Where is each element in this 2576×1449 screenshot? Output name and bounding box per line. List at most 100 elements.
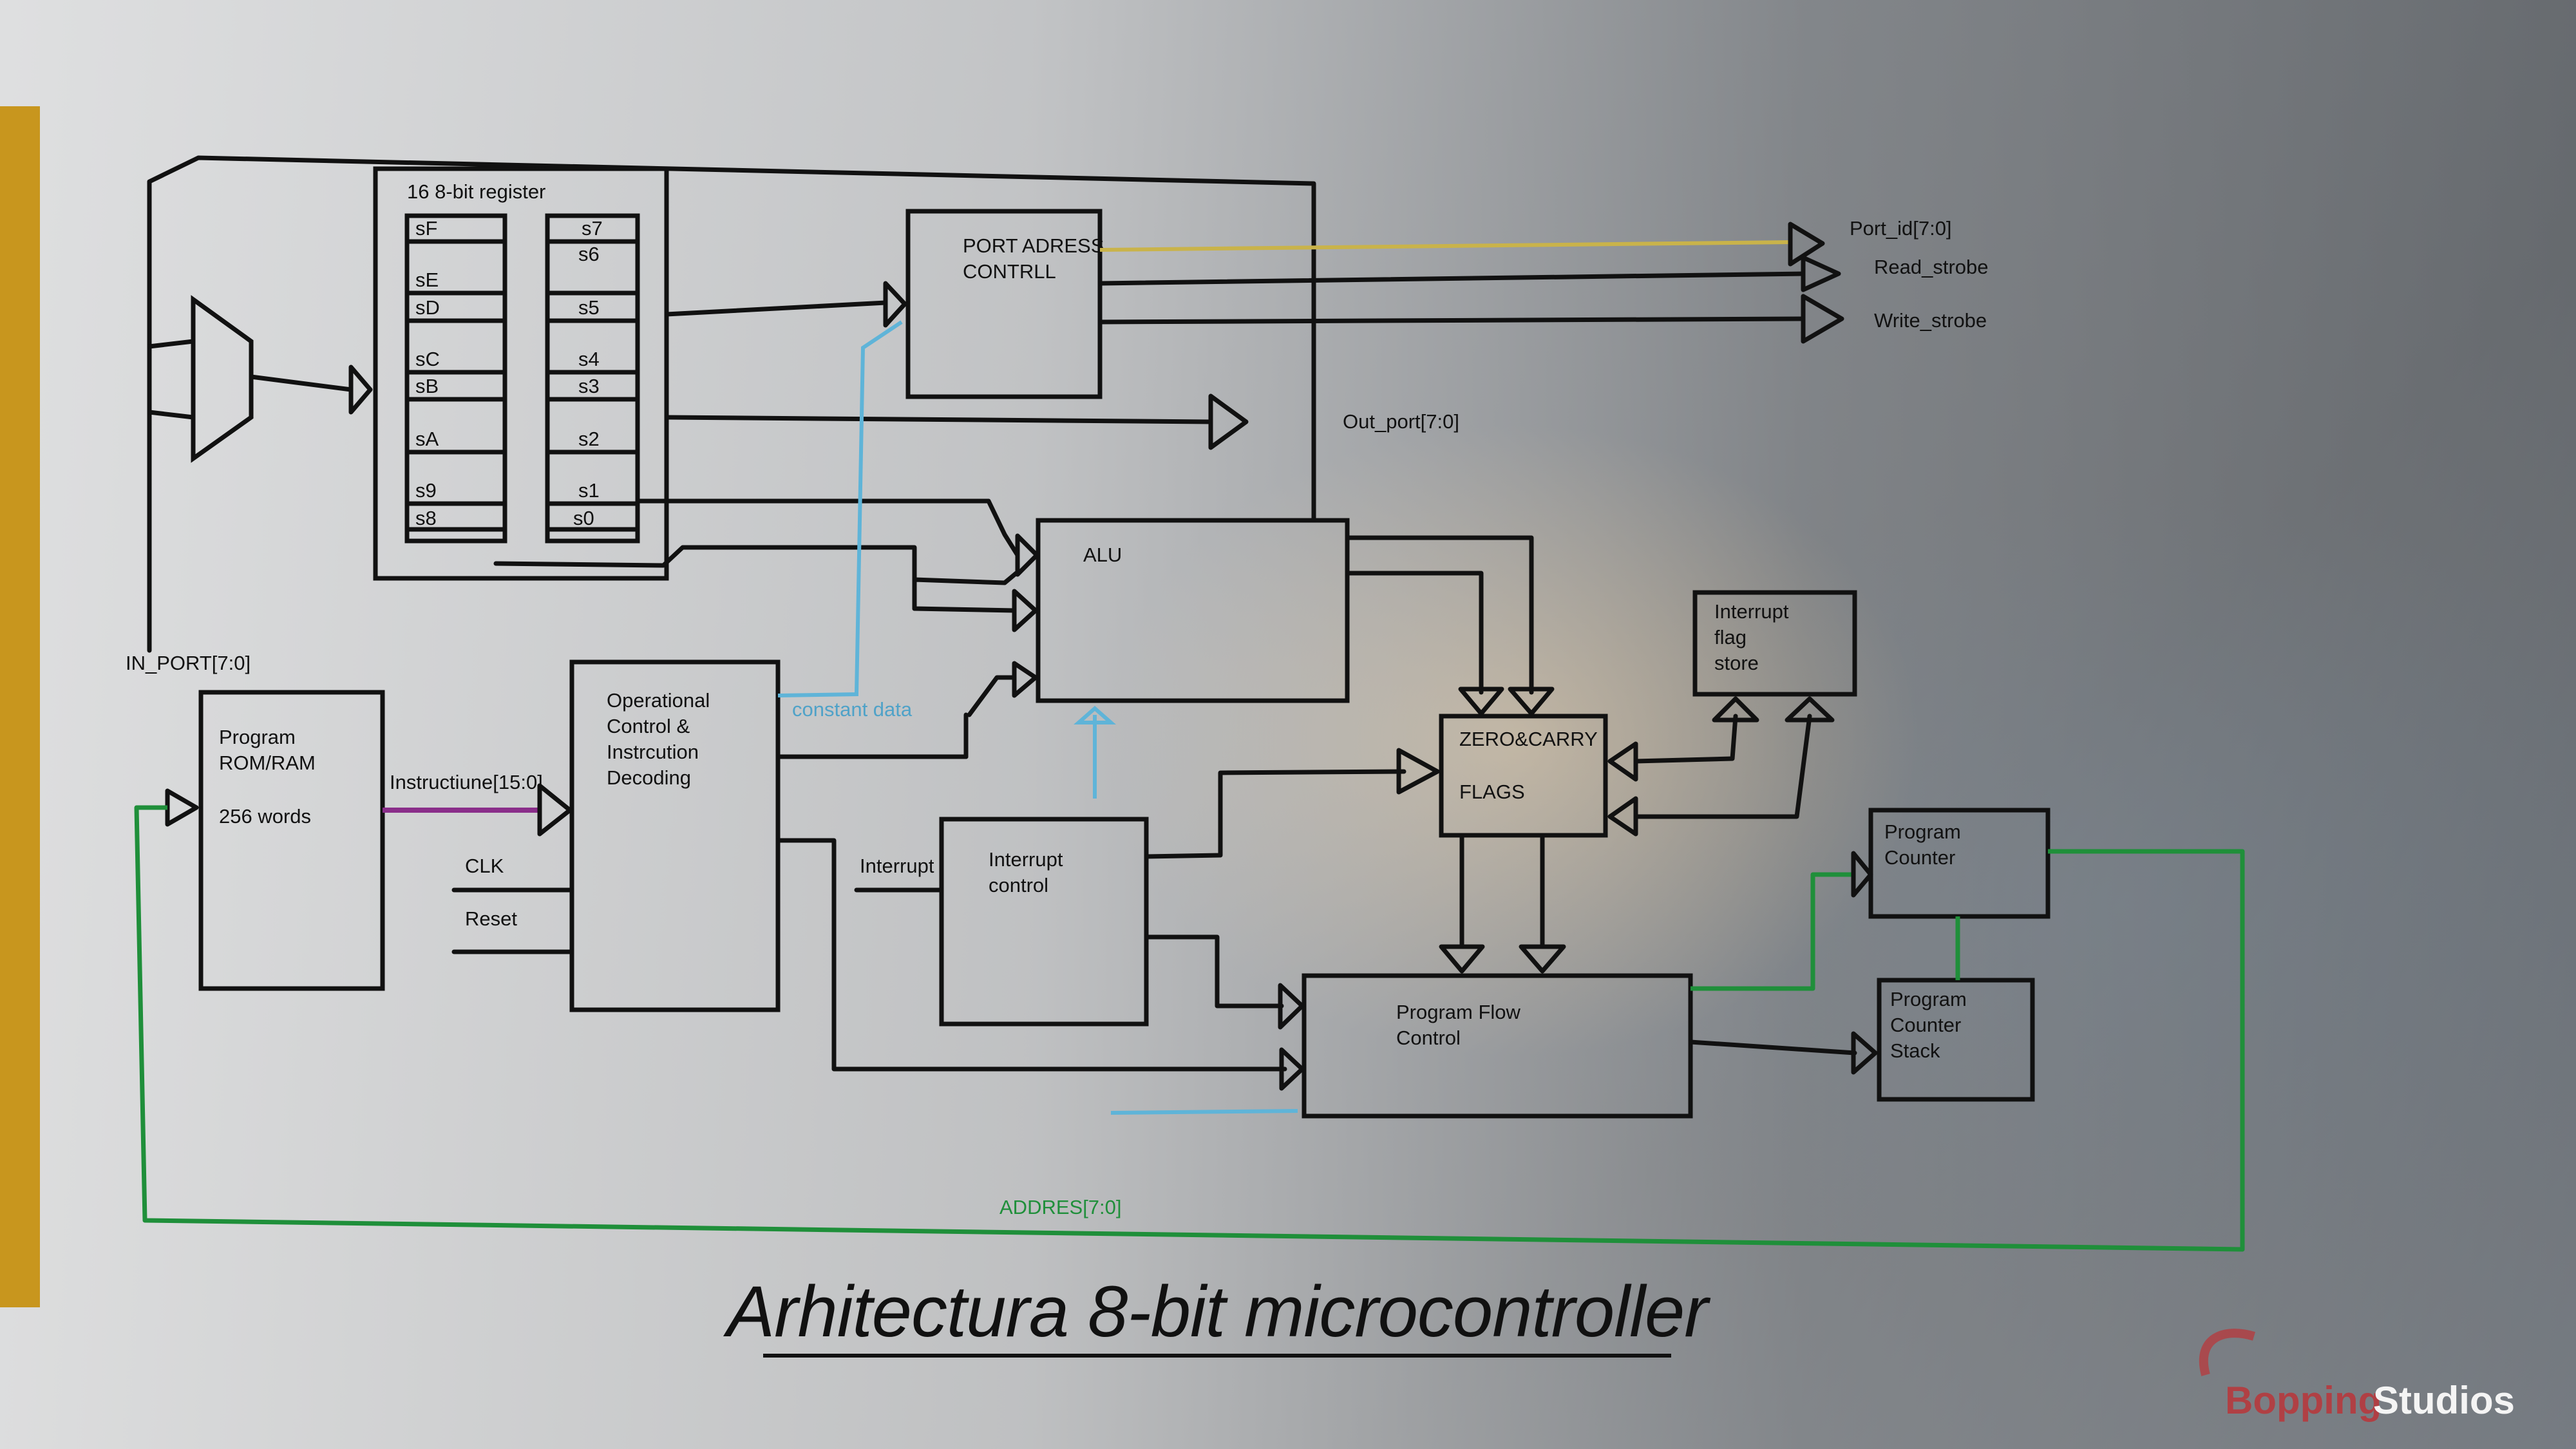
instruction-label: Instructiune[15:0]: [390, 771, 543, 793]
program-counter-label-1: Program: [1884, 820, 1961, 843]
register-sE: sE: [415, 269, 439, 291]
register-file: 16 8-bit register sF sE sD sC sB sA s9 s…: [373, 166, 669, 581]
pc-arrow: [1851, 851, 1873, 898]
mux-in-top: [147, 339, 196, 349]
port-id-wire: [1099, 240, 1791, 252]
interrupt-to-flow: [1144, 934, 1284, 1009]
program-flow-label-1: Program Flow: [1396, 1001, 1521, 1023]
rom-arrow: [165, 788, 199, 827]
op-control-label-2: Control &: [607, 715, 690, 737]
constant-to-alu: [967, 675, 1017, 717]
constant-data-label: constant data: [792, 698, 913, 721]
program-rom-label-2: ROM/RAM: [219, 752, 316, 774]
mux-arrow: [348, 365, 373, 415]
flow-arrow-3: [1439, 944, 1485, 974]
program-flow-box: [1302, 973, 1693, 1119]
slide-title: Arhitectura 8-bit microcontroller: [723, 1271, 1711, 1352]
pc-stack-label-3: Stack: [1890, 1039, 1940, 1062]
program-rom-box: [198, 690, 385, 991]
blue-flow-wire: [1110, 1109, 1298, 1115]
port-id-label: Port_id[7:0]: [1850, 217, 1952, 240]
feedback-wire: [147, 155, 1316, 653]
operational-control: Operational Control & Instrcution Decodi…: [569, 659, 781, 1012]
mux-in-bottom: [147, 410, 196, 420]
port-arrow: [883, 281, 907, 328]
op-control-label-4: Decoding: [607, 766, 691, 789]
register-file-box: [373, 166, 669, 581]
register-to-alu-2: [493, 545, 1017, 613]
register-to-outport: [664, 415, 1213, 424]
interrupt-flag-label-1: Interrupt: [1714, 600, 1789, 623]
pc-stack-label-2: Counter: [1890, 1014, 1961, 1036]
wires: [134, 155, 2245, 1252]
interrupt-control-label-2: control: [989, 874, 1048, 896]
program-counter-label-2: Counter: [1884, 846, 1955, 869]
flow-to-stack: [1688, 1039, 1857, 1056]
out-port-label: Out_port[7:0]: [1343, 410, 1459, 433]
alu-to-flags-1: [1345, 571, 1484, 695]
program-flow-control: Program Flow Control: [1302, 973, 1693, 1119]
register-s5: s5: [578, 296, 600, 319]
interrupt-to-flags: [1144, 769, 1406, 859]
program-counter-stack: Program Counter Stack: [1877, 978, 2035, 1102]
flags-arrow-right-2: [1607, 796, 1638, 837]
register-column-left: [404, 213, 507, 544]
outport-arrow: [1208, 393, 1249, 450]
clk-label: CLK: [465, 855, 504, 877]
program-flow-label-2: Control: [1396, 1027, 1461, 1049]
port-id-arrow: [1788, 222, 1825, 267]
alu-arrow-3: [1012, 661, 1038, 698]
program-rom-label-3: 256 words: [219, 805, 311, 828]
register-s8: s8: [415, 507, 437, 529]
flags-to-intflag-2: [1633, 714, 1812, 819]
alu: ALU: [1036, 518, 1350, 703]
register-s2: s2: [578, 428, 600, 450]
program-rom: Program ROM/RAM 256 words: [198, 690, 385, 991]
register-to-alu-1: [635, 498, 1020, 558]
flags-arrow-right-1: [1607, 741, 1638, 782]
register-sB: sB: [415, 375, 439, 397]
flow-arrow-1: [1279, 1047, 1305, 1091]
register-s9: s9: [415, 479, 437, 502]
alu-feedback-arrow: [1074, 706, 1116, 724]
interrupt-flag-label-3: store: [1714, 652, 1759, 674]
register-s3: s3: [578, 375, 600, 397]
program-rom-label-1: Program: [219, 726, 296, 748]
intflag-arrow-2: [1785, 696, 1835, 723]
flags-arrow-2: [1508, 687, 1555, 716]
constant-data-wire: [777, 320, 903, 697]
register-s6: s6: [578, 243, 600, 265]
port-address-box: [905, 209, 1103, 399]
interrupt-control-box: [939, 817, 1149, 1027]
accent-bar: [0, 106, 40, 1307]
register-file-title: 16 8-bit register: [407, 180, 545, 203]
in-port-label: IN_PORT[7:0]: [126, 652, 251, 674]
read-strobe-label: Read_strobe: [1874, 256, 1989, 278]
op-control-label-3: Instrcution: [607, 741, 699, 763]
program-counter: Program Counter: [1868, 808, 2050, 919]
register-s4: s4: [578, 348, 600, 370]
flow-arrow-2: [1278, 983, 1305, 1030]
read-strobe-arrow: [1801, 255, 1841, 292]
alu-input-branch: [912, 571, 1019, 611]
address-bus: [134, 805, 2245, 1252]
write-strobe-arrow: [1801, 294, 1844, 344]
alu-box: [1036, 518, 1350, 703]
register-s1: s1: [578, 479, 600, 502]
register-column-right: [545, 213, 640, 544]
stack-arrow: [1851, 1031, 1878, 1075]
flags-arrow-left: [1396, 748, 1440, 795]
write-strobe-wire: [1097, 316, 1806, 325]
brand-logo: Bopping Studios: [2199, 1329, 2515, 1422]
register-sF: sF: [415, 217, 437, 240]
instruction-arrow: [537, 783, 573, 837]
interrupt-flag-label-2: flag: [1714, 626, 1747, 649]
interrupt-label: Interrupt: [860, 855, 934, 877]
flags-label-1: ZERO&CARRY: [1459, 728, 1598, 750]
interrupt-control: Interrupt control: [939, 817, 1149, 1027]
input-multiplexer: [191, 295, 254, 463]
write-strobe-label: Write_strobe: [1874, 309, 1987, 332]
port-address-label-1: PORT ADRESS: [963, 234, 1104, 257]
